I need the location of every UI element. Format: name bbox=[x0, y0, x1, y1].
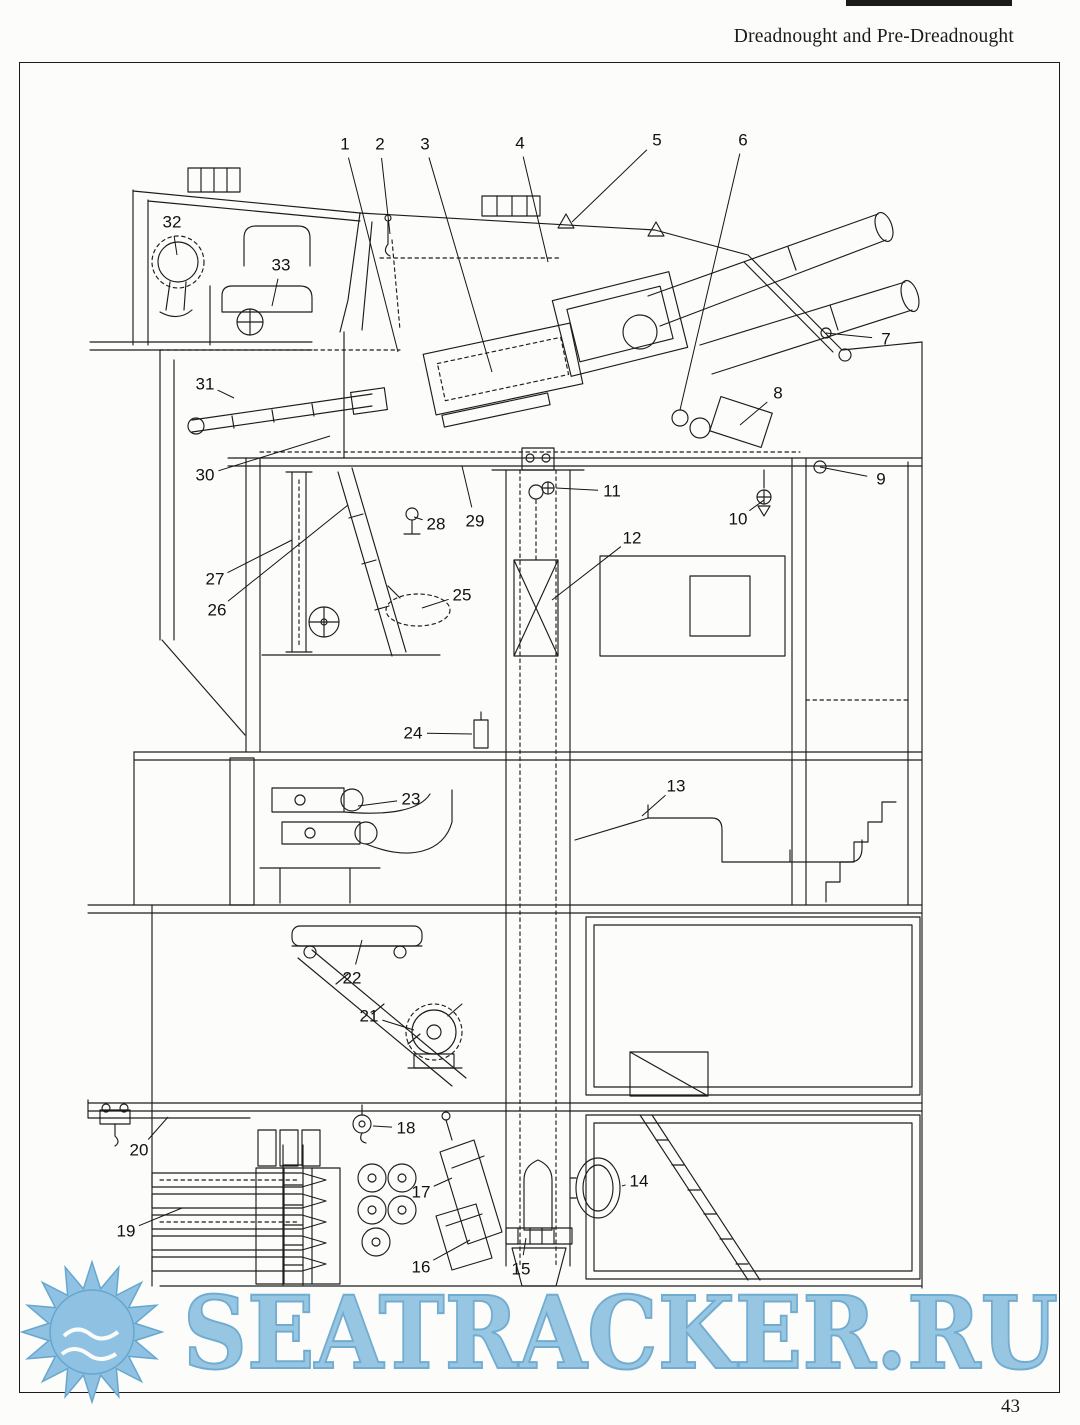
leader-line-10 bbox=[749, 499, 765, 512]
leader-line-19 bbox=[138, 1207, 183, 1227]
figure-frame bbox=[19, 62, 1060, 1393]
leader-line-29 bbox=[461, 465, 473, 508]
leader-line-26 bbox=[227, 504, 349, 602]
leader-line-5 bbox=[571, 149, 648, 223]
leader-line-1 bbox=[347, 157, 399, 353]
hull-structure bbox=[87, 167, 923, 1289]
leader-line-15 bbox=[522, 1237, 527, 1256]
leader-line-14 bbox=[621, 1184, 626, 1187]
shell-stowage bbox=[151, 1129, 417, 1285]
leader-line-21 bbox=[382, 1019, 415, 1031]
leader-line-28 bbox=[413, 516, 423, 521]
leader-line-27 bbox=[227, 539, 293, 574]
leader-line-30 bbox=[218, 435, 331, 472]
leader-line-4 bbox=[522, 156, 549, 263]
hidden-lines bbox=[159, 349, 909, 701]
leader-line-11 bbox=[555, 487, 599, 491]
watermark-sun-icon bbox=[19, 1259, 165, 1405]
watermark-text: SEATRACKER.RU bbox=[183, 1274, 1058, 1392]
lower-compartments bbox=[569, 916, 921, 1281]
machinery-and-pipes bbox=[229, 757, 863, 906]
leader-line-6 bbox=[679, 153, 741, 411]
leader-line-7 bbox=[825, 332, 873, 339]
scan-artifact bbox=[846, 0, 1012, 6]
page-number: 43 bbox=[1001, 1396, 1020, 1417]
working-chamber bbox=[261, 467, 786, 749]
leader-line-31 bbox=[217, 389, 235, 399]
leader-line-9 bbox=[819, 466, 868, 477]
leader-line-18 bbox=[372, 1125, 393, 1128]
leader-line-8 bbox=[739, 401, 768, 426]
running-header: Dreadnought and Pre-Dreadnought bbox=[733, 26, 1014, 47]
gun-and-turret bbox=[151, 212, 920, 517]
leader-line-12 bbox=[551, 546, 622, 601]
leader-line-16 bbox=[433, 1239, 471, 1261]
leader-line-17 bbox=[433, 1177, 453, 1187]
leader-line-24 bbox=[426, 732, 473, 735]
leader-line-22 bbox=[355, 939, 363, 965]
ammunition-trunk bbox=[491, 447, 585, 1287]
leader-line-33 bbox=[271, 278, 279, 307]
leader-line-2 bbox=[381, 157, 391, 235]
handling-room bbox=[87, 925, 503, 1286]
leader-line-25 bbox=[421, 598, 449, 609]
leader-line-3 bbox=[428, 157, 493, 373]
leader-line-32 bbox=[173, 235, 178, 256]
leader-line-23 bbox=[357, 800, 398, 807]
leader-line-13 bbox=[641, 794, 666, 817]
leader-line-20 bbox=[147, 1116, 169, 1140]
